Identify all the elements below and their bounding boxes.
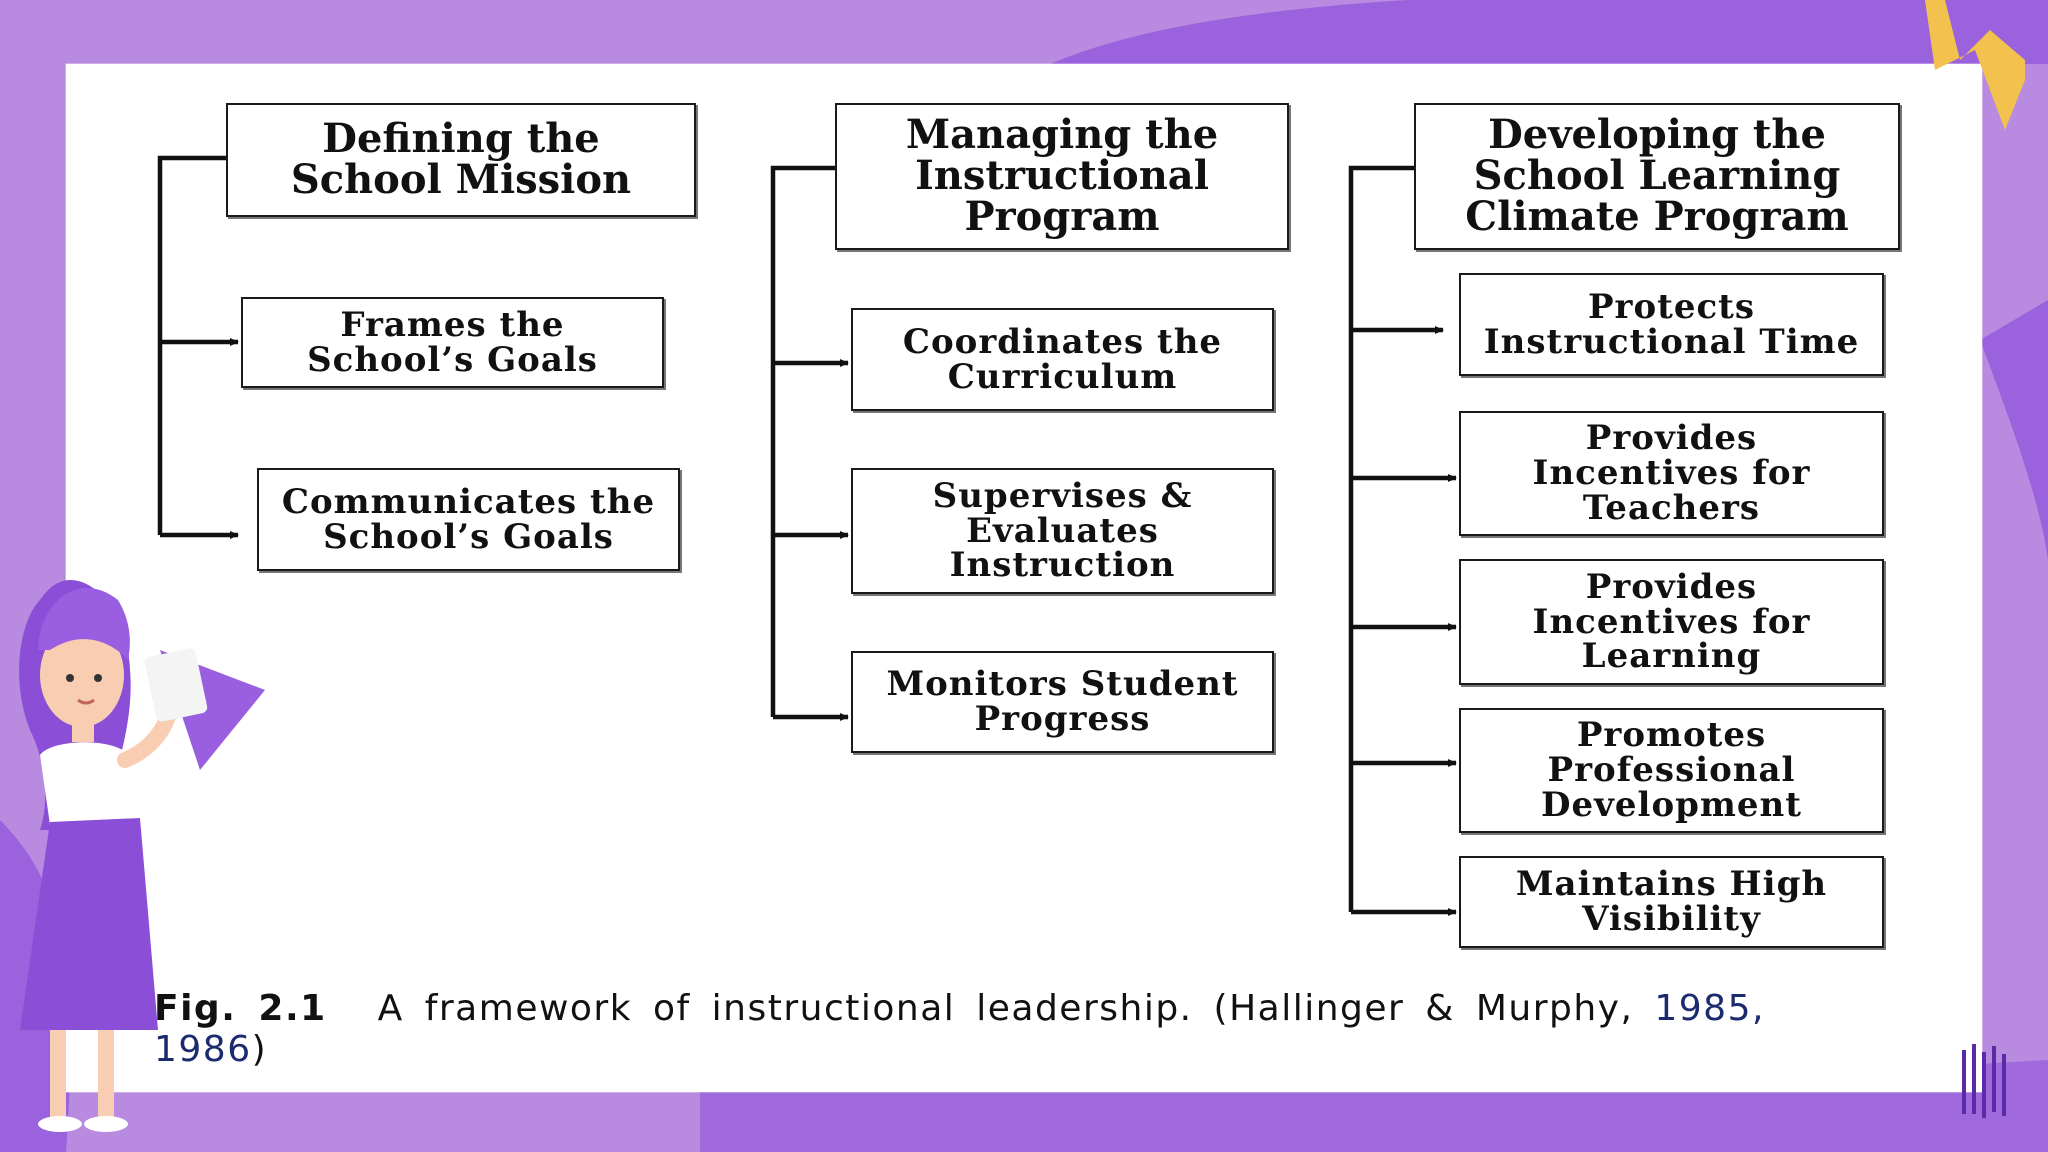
box-promotes-professional-development: Promotes Professional Development: [1459, 708, 1884, 833]
stripes-decoration: [1962, 1044, 2006, 1118]
box-incentives-learning: Provides Incentives for Learning: [1459, 559, 1884, 685]
box-monitors-student-progress: Monitors Student Progress: [851, 651, 1274, 753]
box-managing-instructional-program: Managing the Instructional Program: [835, 103, 1289, 250]
figure-label: Fig. 2.1: [154, 988, 327, 1029]
caption-year-1: 1985,: [1654, 988, 1765, 1029]
lightning-bolt-icon: [1925, 0, 2025, 130]
box-maintains-high-visibility: Maintains High Visibility: [1459, 856, 1884, 948]
caption-year-2: 1986: [154, 1029, 252, 1071]
box-supervises-evaluates-instruction: Supervises & Evaluates Instruction: [851, 468, 1274, 594]
box-frames-school-goals: Frames the School’s Goals: [241, 297, 664, 388]
box-incentives-teachers: Provides Incentives for Teachers: [1459, 411, 1884, 536]
box-developing-learning-climate: Developing the School Learning Climate P…: [1414, 103, 1900, 250]
caption-text: A framework of instructional leadership.…: [377, 988, 1634, 1029]
box-communicates-school-goals: Communicates the School’s Goals: [257, 468, 680, 571]
caption-close-paren: ): [251, 1029, 268, 1071]
figure-caption: Fig. 2.1 A framework of instructional le…: [154, 988, 1914, 1071]
teacher-illustration: [19, 580, 265, 1132]
box-coordinates-curriculum: Coordinates the Curriculum: [851, 308, 1274, 411]
box-protects-instructional-time: Protects Instructional Time: [1459, 273, 1884, 376]
box-defining-school-mission: Defining the School Mission: [226, 103, 696, 217]
